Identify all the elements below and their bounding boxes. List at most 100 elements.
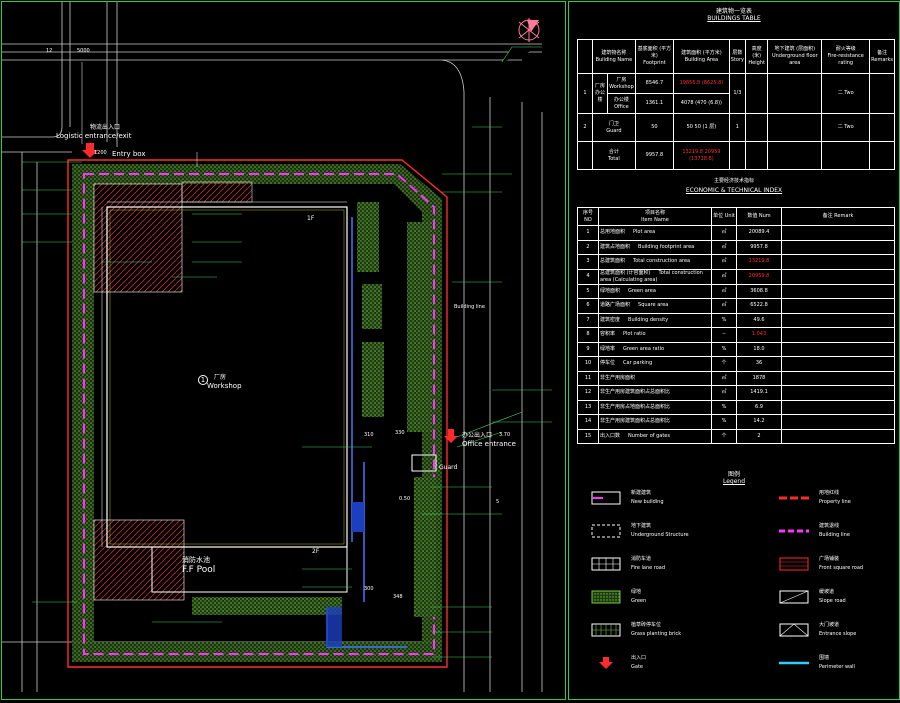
table-cell-remark [781, 298, 895, 314]
item-name-en: Plot ratio [623, 331, 646, 338]
legend-label: Front square road [819, 565, 864, 571]
dim-300: 300 [364, 586, 374, 592]
table-cell-value: 36 [736, 356, 782, 372]
legend-label: Underground Structure [631, 532, 689, 538]
legend-label-cn: 出入口 [631, 655, 647, 661]
item-name-en: Building density [628, 316, 669, 323]
table-cell-item: 总建筑面积 (计容面积)Total construction area (Cal… [598, 268, 712, 285]
table-cell-item: 非生产用房面积 [598, 370, 712, 386]
table-cell-value: 20959.8 [736, 268, 782, 285]
item-name-en: Square area [638, 302, 669, 309]
green-icon [591, 590, 621, 604]
legend-item: 地下建筑 Underground Structure [591, 522, 701, 552]
dim-330: 330 [395, 430, 405, 436]
table-cell-remark [781, 341, 895, 357]
guard-house [411, 454, 437, 472]
dim-5000: 5000 [77, 48, 90, 54]
logistic-entrance-label: Logistic entrance/exit [56, 132, 132, 140]
site-plan-drawing [2, 2, 552, 692]
slope-icon [779, 590, 809, 604]
ff-pool-cn-label: 消防水池 [182, 556, 210, 564]
table-cell-no: 6 [577, 298, 599, 314]
table-cell-remark [781, 370, 895, 386]
guard-label: Guard [439, 464, 458, 471]
item-name-en: Total construction area [633, 258, 691, 265]
item-name-en: Green area ratio [623, 345, 665, 352]
ff-pool-block [151, 546, 348, 593]
dim-050: 0.50 [399, 496, 411, 502]
workshop-label: Workshop [207, 382, 242, 390]
item-name-cn: 总用地面积 [600, 229, 626, 236]
dim-348: 348 [393, 594, 403, 600]
table-cell-value: 18.0 [736, 341, 782, 357]
floor-2f-label: 2F [312, 548, 320, 555]
table-cell-unit: % [711, 312, 737, 328]
table-cell-unit: % [711, 414, 737, 430]
legend-label-cn: 用地红线 [819, 490, 840, 496]
grass-brick-icon [591, 623, 621, 637]
dim-1200: 1200 [94, 150, 107, 156]
item-name-en: Green area [628, 287, 656, 294]
header-cell: 高度 (米)Height [744, 39, 769, 74]
table-cell-unit: ㎡ [711, 298, 737, 314]
table-cell-no: 4 [577, 268, 599, 285]
table-cell-remark [781, 428, 895, 444]
wall-icon [779, 661, 809, 665]
legend-label-cn: 地下建筑 [631, 523, 652, 529]
item-name-en: Car parking [623, 360, 653, 367]
ff-pool-label: F.F Pool [182, 565, 216, 575]
fire-lane-icon [591, 557, 621, 571]
item-name-cn: 出入口数 [600, 432, 621, 439]
table-cell-no: 15 [577, 428, 599, 444]
legend-label: Building line [819, 532, 850, 538]
table-cell-remark [781, 399, 895, 415]
legend-label: Perimeter wall [819, 664, 855, 670]
table-cell-no: 8 [577, 327, 599, 343]
office-entrance-label: Office entrance [462, 440, 516, 448]
dim-5: 5 [496, 499, 500, 505]
table-cell-value: 3608.8 [736, 283, 782, 299]
table-cell-remark [781, 239, 895, 255]
logistic-entrance-cn-label: 物流出入口 [90, 124, 121, 131]
building-table-title: BUILDINGS TABLE [707, 15, 761, 22]
dim-12: 12 [46, 48, 53, 54]
gate-icon [82, 143, 98, 158]
building-line [83, 173, 435, 655]
legend-title: Legend [722, 478, 746, 485]
legend-label: Fire lane road [631, 565, 666, 571]
gate-icon [599, 657, 613, 669]
item-name-cn: 非生产用房建筑面积占总面积比 [600, 389, 671, 396]
table-cell-value: 9957.8 [736, 239, 782, 255]
building-line-label: Building line [454, 304, 485, 310]
table-cell-no: 1 [577, 225, 599, 241]
item-name-cn: 非生产用房占地面积占总面积比 [600, 403, 671, 410]
item-name-en: Building footprint area [638, 243, 695, 250]
table-cell-item: 容积率 Plot ratio [598, 327, 712, 343]
item-name-cn: 容积率 [600, 331, 616, 338]
table-cell-no: 3 [577, 254, 599, 270]
building-table-title-cn: 建筑物一览表 [715, 8, 752, 15]
table-cell-remark [781, 225, 895, 241]
header-cell: 建筑面积 (平方米)Building Area [673, 39, 730, 74]
table-cell-value: 20089.4 [736, 225, 782, 241]
table-cell-remark [781, 356, 895, 372]
table-cell-value: 49.6 [736, 312, 782, 328]
